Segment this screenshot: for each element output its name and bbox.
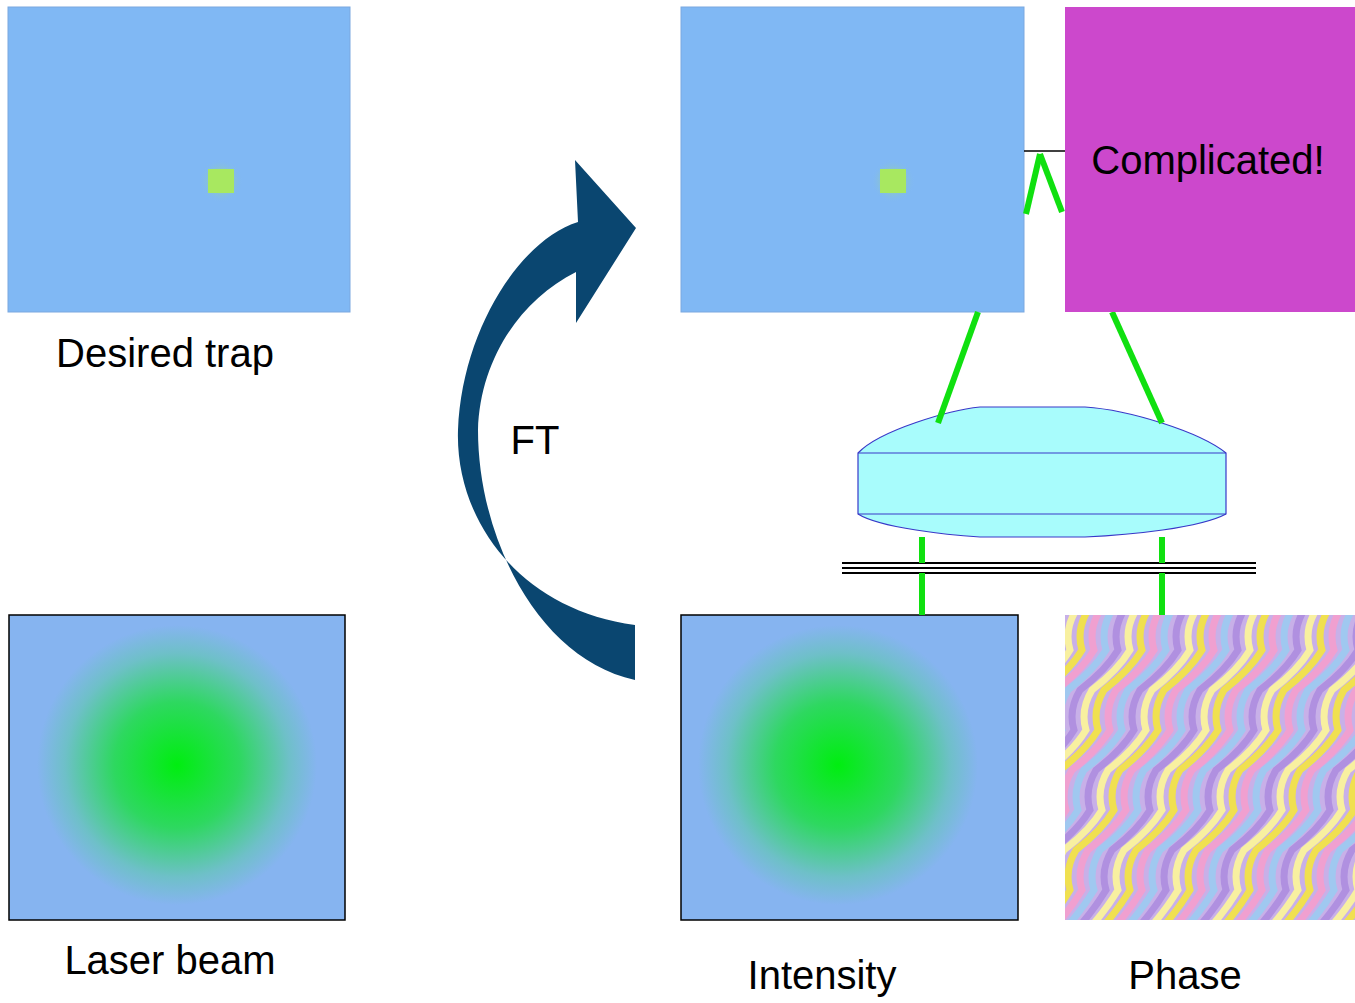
beam-panel [9, 615, 345, 920]
leader-line [1024, 150, 1066, 152]
panel-caption: Desired trap [56, 330, 274, 376]
beam-panel-node: Laser beam [8, 615, 346, 990]
phase-stripe [1352, 615, 1355, 920]
phase-stripe [1316, 615, 1355, 920]
intensity-panel-node: Intensity [681, 615, 1018, 1000]
panel-caption: Intensity [748, 952, 897, 998]
intensity-panel [681, 615, 1018, 920]
trap-spot [208, 169, 234, 193]
phase-panel-node: Phase [1065, 615, 1355, 1000]
complicated-box: Complicated! [1065, 7, 1355, 312]
trap-spot [880, 169, 906, 193]
box-label: Complicated! [1091, 137, 1324, 183]
transform-label: FT [511, 417, 560, 463]
trap-panel-node: Desired trap [8, 7, 350, 387]
trap-panel [8, 7, 350, 312]
lens [858, 407, 1226, 537]
phase-stripe [1340, 615, 1355, 920]
result-panel [681, 7, 1024, 312]
panel-caption: Phase [1128, 952, 1241, 998]
ft-arrow [458, 160, 636, 680]
panel-caption: Laser beam [64, 937, 275, 983]
phase-stripe [1328, 615, 1355, 920]
slm-line [842, 562, 1256, 564]
